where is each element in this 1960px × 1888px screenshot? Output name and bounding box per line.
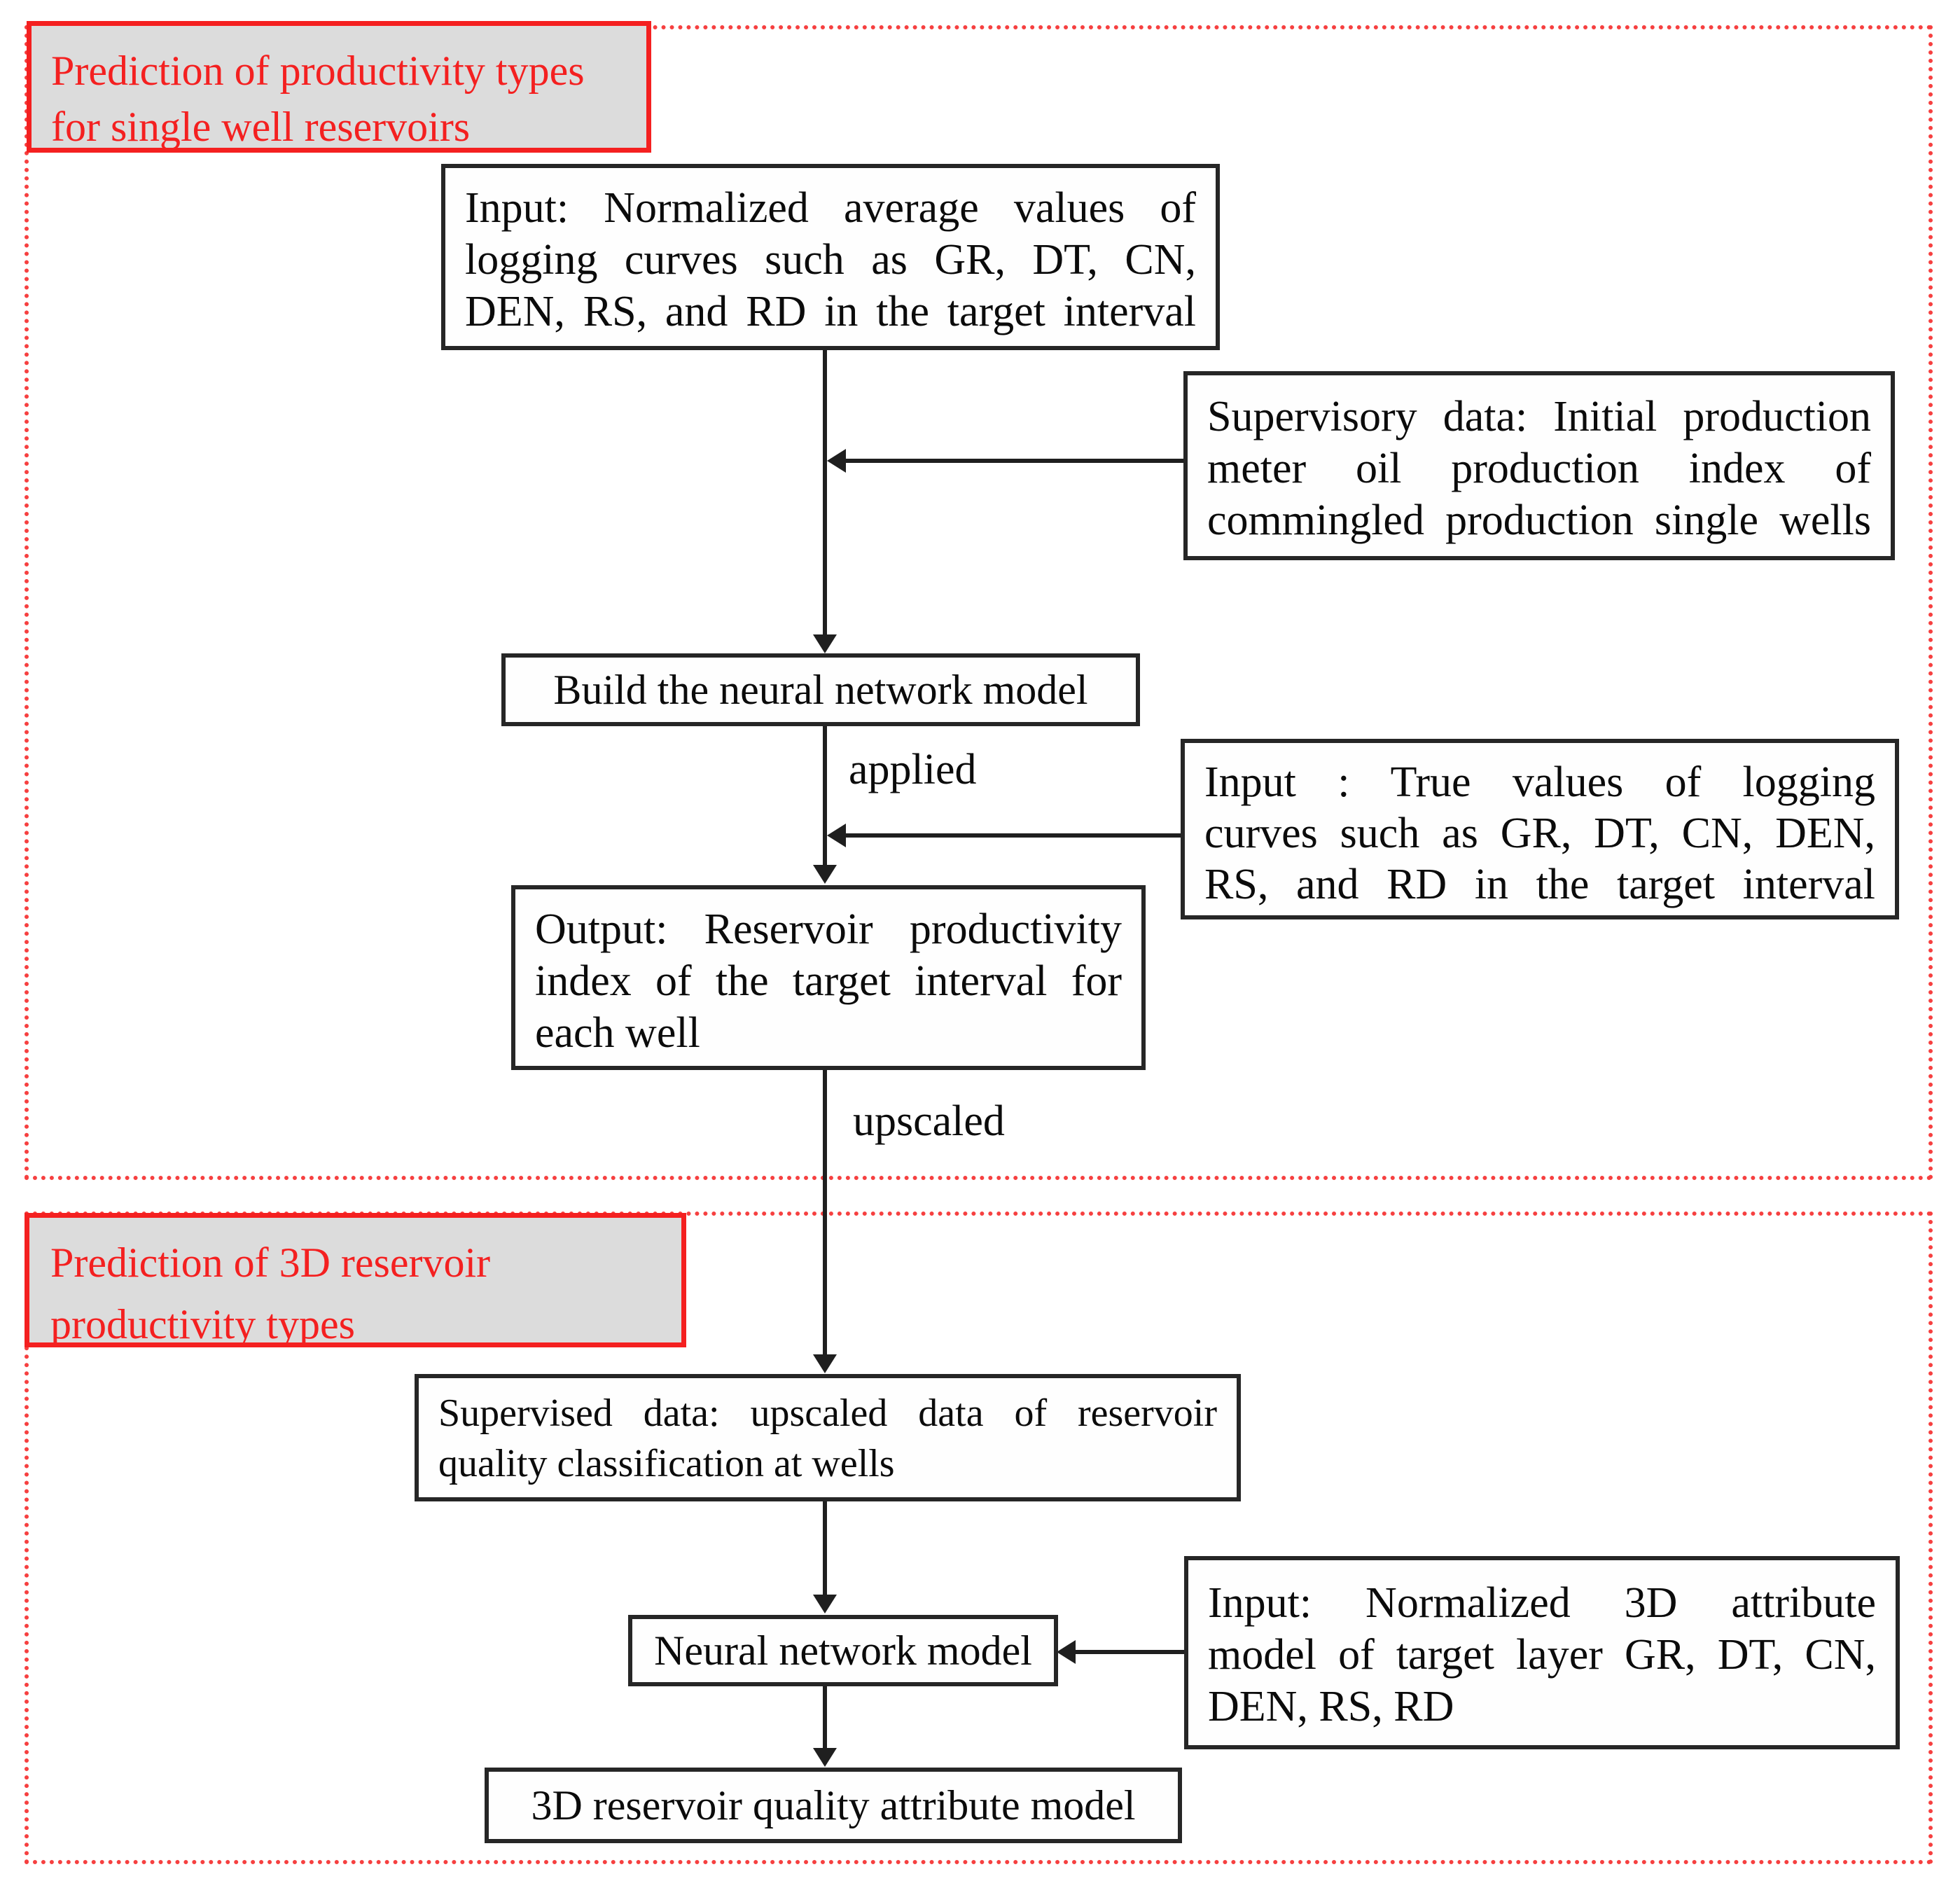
node-input-normalized-averages: Input: Normalized average values of logg… <box>441 164 1220 350</box>
node-text-line: RS, and RD in the target interval <box>1204 861 1875 908</box>
arrowhead-down-icon <box>813 1595 837 1613</box>
connector-input3d-to-nn <box>1075 1650 1184 1654</box>
arrowhead-left-icon <box>1057 1640 1076 1664</box>
connector-supervised-to-nn <box>823 1501 827 1595</box>
node-text-line: commingled production single wells <box>1207 497 1871 544</box>
node-text-line: Input: Normalized average values of <box>465 184 1196 232</box>
section-label-line: Prediction of productivity types <box>51 48 585 94</box>
node-text-line: Input: Normalized 3D attribute <box>1208 1579 1876 1627</box>
node-text-line: curves such as GR, DT, CN, DEN, <box>1204 810 1875 857</box>
connector-supervisory-to-flow <box>843 459 1183 463</box>
arrowhead-down-icon <box>813 634 837 653</box>
node-text-line: 3D reservoir quality attribute model <box>531 1782 1136 1828</box>
arrowhead-left-icon <box>827 824 846 847</box>
node-text-line: Input : True values of logging <box>1204 758 1875 806</box>
node-neural-network-model: Neural network model <box>628 1615 1058 1686</box>
node-3d-quality-attribute-model: 3D reservoir quality attribute model <box>485 1768 1182 1843</box>
node-input-true-values: Input : True values of logging curves su… <box>1181 739 1899 919</box>
node-text-line: DEN, RS, RD <box>1208 1683 1454 1730</box>
node-text-line: logging curves such as GR, DT, CN, <box>465 236 1196 284</box>
node-text-line: Supervised data: upscaled data of reserv… <box>438 1391 1217 1435</box>
node-text-line: meter oil production index of <box>1207 445 1871 492</box>
connector-inputtrue-to-flow <box>843 833 1181 838</box>
node-supervised-data: Supervised data: upscaled data of reserv… <box>415 1374 1241 1501</box>
node-text-line: Neural network model <box>654 1627 1032 1674</box>
connector-nn-to-final <box>823 1686 827 1749</box>
node-supervisory-data: Supervisory data: Initial production met… <box>1183 371 1895 560</box>
edge-label-applied: applied <box>849 746 977 793</box>
arrowhead-down-icon <box>813 865 837 884</box>
section-single-well-frame <box>25 25 1933 1180</box>
section-label-single-well: Prediction of productivity types for sin… <box>27 21 651 153</box>
section-label-line: productivity types <box>50 1301 355 1347</box>
arrowhead-down-icon <box>813 1748 837 1767</box>
connector-inputavg-to-build <box>823 350 827 636</box>
section-3d-reservoir-frame <box>25 1212 1933 1864</box>
node-text-line: DEN, RS, and RD in the target interval <box>465 288 1196 335</box>
section-label-3d-reservoir: Prediction of 3D reservoir productivity … <box>25 1213 686 1347</box>
arrowhead-left-icon <box>827 449 846 473</box>
arrowhead-down-icon <box>813 1354 837 1373</box>
node-text-line: quality classification at wells <box>438 1442 895 1485</box>
node-text-line: Output: Reservoir productivity <box>535 905 1122 953</box>
connector-build-to-output <box>823 726 827 866</box>
connector-output-to-supervised <box>823 1070 827 1356</box>
section-label-line: Prediction of 3D reservoir <box>50 1240 491 1286</box>
node-text-line: model of target layer GR, DT, CN, <box>1208 1631 1876 1679</box>
node-text-line: index of the target interval for <box>535 957 1122 1005</box>
node-text-line: each well <box>535 1009 700 1057</box>
section-label-line: for single well reservoirs <box>51 104 471 150</box>
node-input-3d-attribute-model: Input: Normalized 3D attribute model of … <box>1184 1556 1900 1749</box>
edge-label-upscaled: upscaled <box>853 1097 1005 1145</box>
node-text-line: Build the neural network model <box>553 666 1088 713</box>
node-build-neural-network: Build the neural network model <box>501 653 1140 726</box>
node-text-line: Supervisory data: Initial production <box>1207 393 1871 440</box>
node-output-productivity-index: Output: Reservoir productivity index of … <box>511 885 1146 1070</box>
